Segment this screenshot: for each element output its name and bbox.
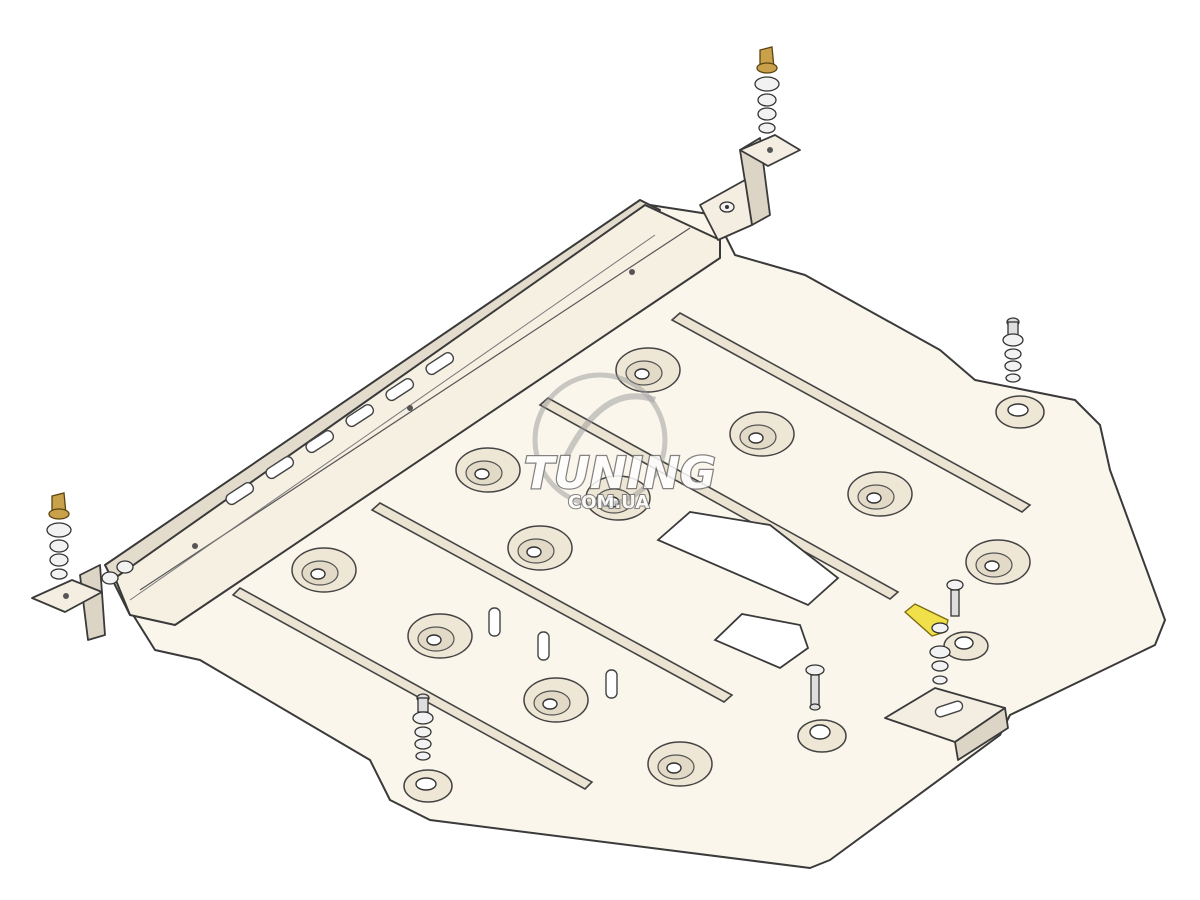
bracket-bottom-right [884, 687, 1009, 761]
skid-plate [104, 199, 1166, 869]
dimple [965, 539, 1031, 585]
fastener-clip [903, 579, 964, 685]
flange-slots [225, 352, 455, 506]
fastener-stack-top [754, 46, 780, 134]
dimple [407, 613, 473, 659]
dimple [847, 471, 913, 517]
watermark-domain: COM.UA [568, 492, 649, 513]
fastener-stack-right [1002, 317, 1024, 383]
bracket-top-right [699, 134, 801, 241]
dimple [523, 677, 589, 723]
plate-body [129, 204, 1166, 869]
bracket-left [31, 560, 134, 641]
mount-boss-front-left [403, 769, 453, 803]
fastener-stack-left [46, 492, 72, 580]
dimple [455, 447, 521, 493]
mount-boss-right [995, 395, 1045, 429]
front-flange-top [114, 204, 721, 626]
center-cutout-upper [656, 511, 840, 607]
stiffening-ribs [231, 312, 1032, 790]
dimple [647, 741, 713, 787]
fastener-stack-front-left [412, 693, 434, 761]
dimple [291, 547, 357, 593]
dimples [291, 347, 1031, 787]
washer-icon [754, 76, 780, 92]
mount-boss-center [797, 719, 847, 753]
mount-boss-clip [943, 631, 989, 661]
center-cutout-lower [713, 613, 810, 670]
dimple [507, 525, 573, 571]
dimple [729, 411, 795, 457]
fastener-center [805, 664, 825, 711]
tuning-watermark: TUNING COM.UA [523, 372, 717, 514]
dimple [615, 347, 681, 393]
watermark-brand: TUNING [524, 448, 716, 499]
